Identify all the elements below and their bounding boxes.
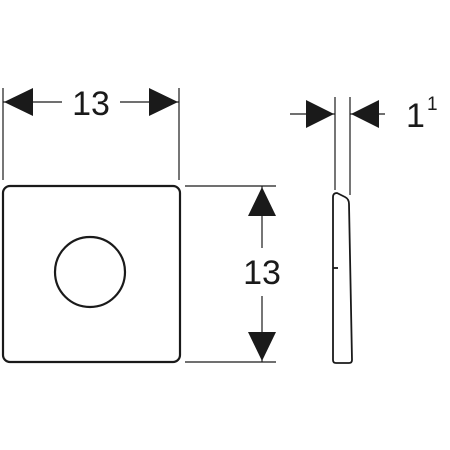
width-dimension: 13 [2,85,180,180]
width-arrow-left [4,88,33,116]
width-dimension-label: 13 [72,85,110,123]
side-view [332,192,353,364]
width-arrow-right [149,88,178,116]
flush-button-outline [53,235,127,309]
thickness-dimension-superscript: 1 [427,94,438,115]
thickness-dimension-label: 1 [406,97,425,135]
height-dimension: 13 [185,185,281,363]
height-dimension-label: 13 [243,254,281,292]
thickness-dimension: 1 1 [290,94,438,195]
height-arrow-bottom [248,332,276,361]
flush-plate-outline [1,184,182,364]
side-profile-outline [332,192,353,364]
height-arrow-top [248,187,276,216]
thickness-arrow-right [351,100,379,128]
front-view [1,184,182,364]
thickness-arrow-left [306,100,334,128]
